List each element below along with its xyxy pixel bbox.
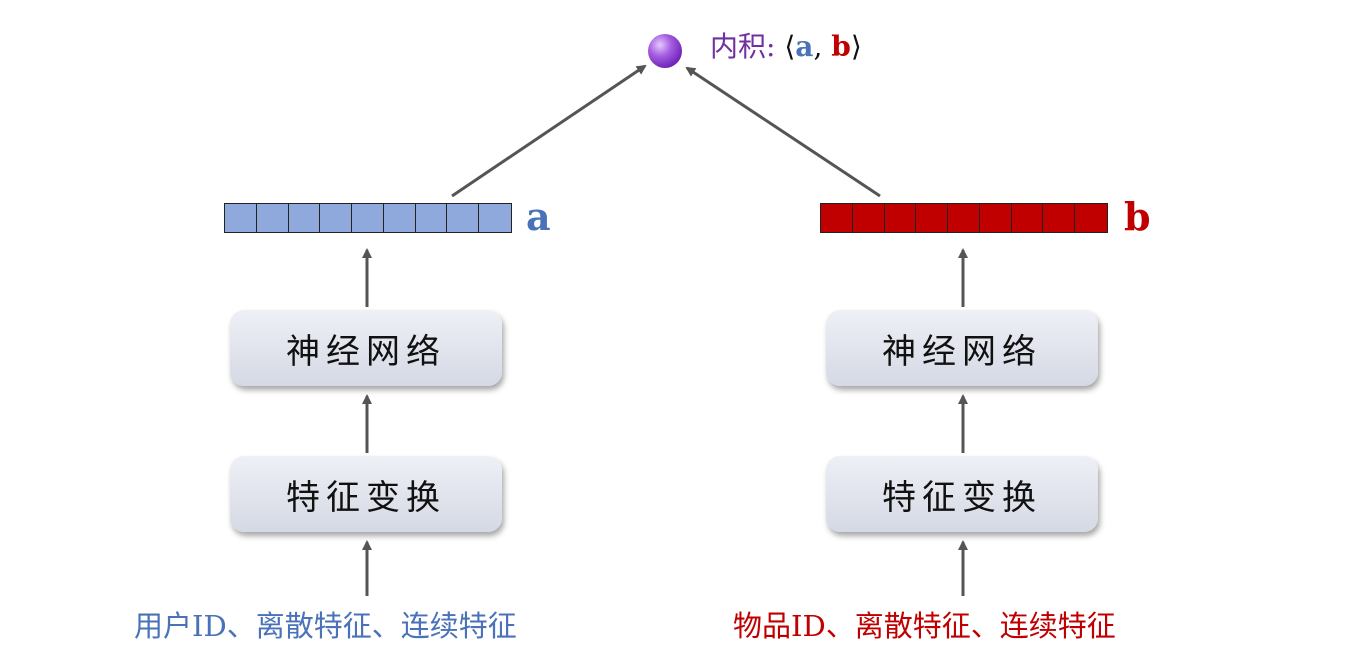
vector-cell [916, 204, 949, 232]
vector-cell [289, 204, 321, 232]
bracket-close: ⟩ [850, 30, 862, 63]
vector-cell [1043, 204, 1076, 232]
inner-product-dot [648, 34, 682, 68]
item-vector-label: b [1124, 194, 1151, 239]
vector-cell [352, 204, 384, 232]
vector-cell [948, 204, 980, 232]
vector-cell [257, 204, 289, 232]
inner-product-label: 内积: ⟨a, b⟩ [710, 33, 862, 61]
arrow-left-vector-to-dot [451, 64, 647, 198]
vector-cell [384, 204, 416, 232]
item-neural-network-box: 神经网络 [826, 310, 1098, 386]
inner-product-text: 内积: [710, 30, 776, 63]
inner-product-a: a [795, 30, 814, 63]
vector-cell [1075, 204, 1107, 232]
user-vector [224, 203, 512, 233]
vector-cell [885, 204, 917, 232]
arrow-right-vector-to-dot [685, 66, 881, 198]
inner-product-b: b [831, 30, 851, 63]
user-neural-network-box: 神经网络 [230, 310, 502, 386]
vector-cell [821, 204, 853, 232]
user-feature-transform-box: 特征变换 [230, 456, 502, 532]
vector-cell [416, 204, 448, 232]
vector-cell [447, 204, 480, 232]
vector-cell [225, 204, 257, 232]
vector-cell [1012, 204, 1044, 232]
vector-cell [980, 204, 1012, 232]
vector-cell [320, 204, 353, 232]
vector-cell [479, 204, 511, 232]
item-inputs-label: 物品ID、离散特征、连续特征 [733, 609, 1116, 643]
vector-cell [853, 204, 885, 232]
bracket-open: ⟨ [784, 30, 796, 63]
user-vector-label: a [526, 194, 551, 239]
item-feature-transform-box: 特征变换 [826, 456, 1098, 532]
item-vector [820, 203, 1108, 233]
inner-product-comma: , [813, 30, 823, 63]
user-inputs-label: 用户ID、离散特征、连续特征 [134, 609, 517, 643]
